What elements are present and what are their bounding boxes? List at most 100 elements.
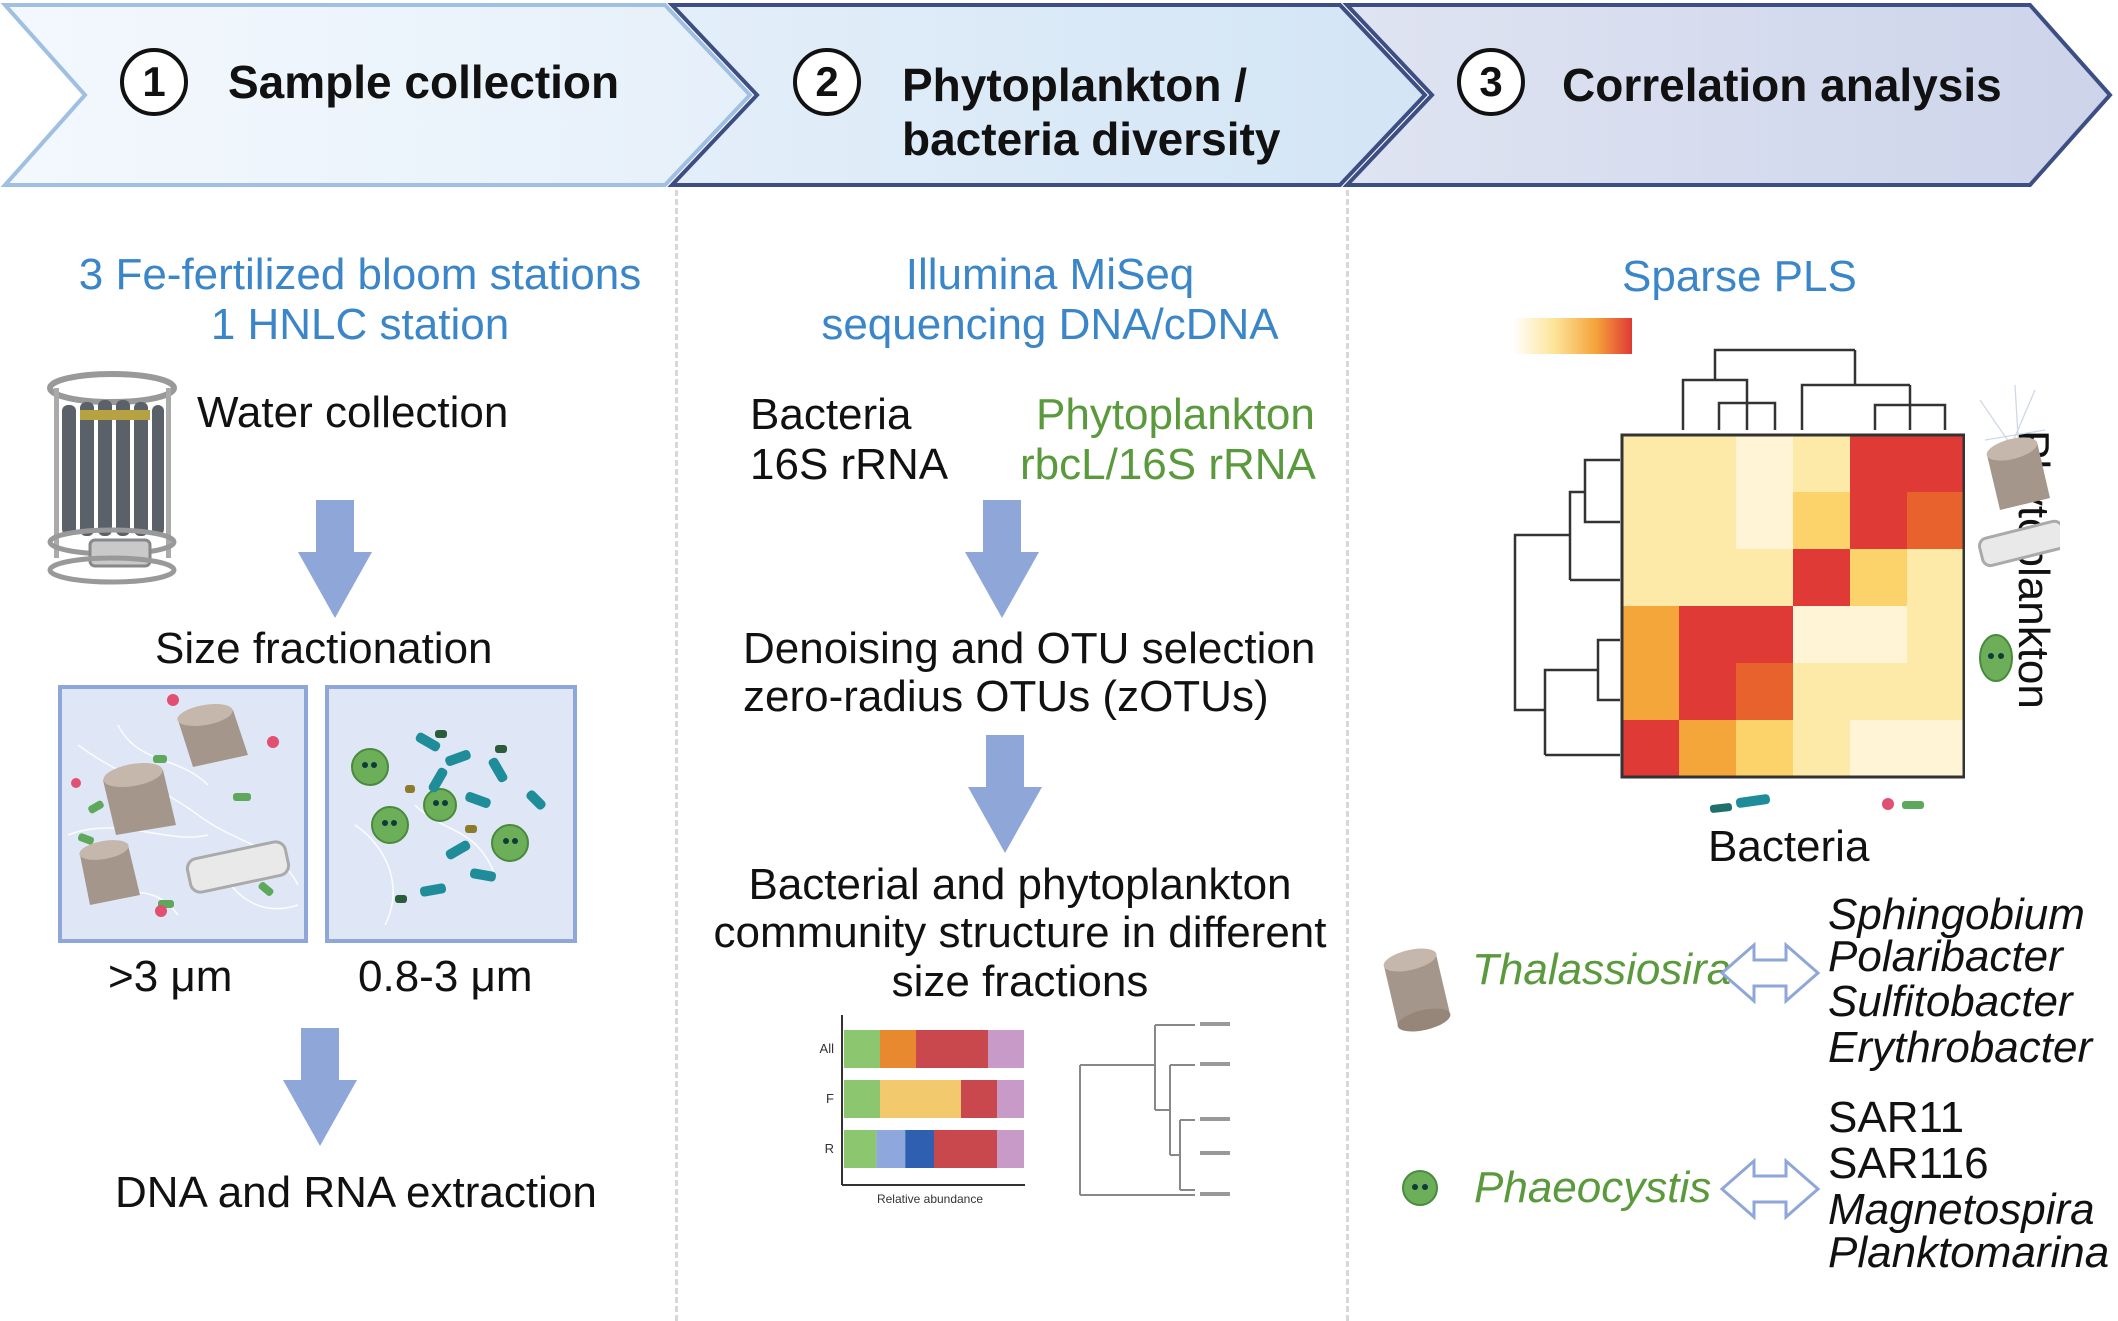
heatmap-cell xyxy=(1736,549,1793,606)
header-chevrons xyxy=(0,3,2113,187)
bar-segment xyxy=(880,1080,961,1118)
bar-segment xyxy=(961,1080,997,1118)
step-3-number: 3 xyxy=(1457,48,1525,116)
phaeocystis-cell-icon xyxy=(1979,634,2013,682)
double-arrow-icon-2 xyxy=(1720,1158,1820,1220)
sample-dendrogram xyxy=(1079,1022,1230,1196)
step-3-title: Correlation analysis xyxy=(1562,59,2002,111)
heatmap-cell xyxy=(1622,606,1679,663)
phyto-marker-line-1: Phytoplankton xyxy=(1036,390,1315,439)
heatmap-cell xyxy=(1793,549,1850,606)
sequencing-line-1: Illumina MiSeq xyxy=(905,250,1195,299)
extraction-label: DNA and RNA extraction xyxy=(115,1168,597,1217)
correlation-heatmap xyxy=(1620,433,1965,779)
divider-1 xyxy=(675,190,678,1321)
heatmap-cell xyxy=(1622,663,1679,720)
fraction-small-label: 0.8-3 μm xyxy=(358,952,533,1001)
heatmap-cell xyxy=(1907,435,1964,492)
phaeocystis-icon xyxy=(1402,1170,1438,1206)
heatmap-cell xyxy=(1907,492,1964,549)
small-fraction-box xyxy=(325,685,577,943)
bar-segment xyxy=(934,1130,997,1168)
heatmap-cell xyxy=(1622,549,1679,606)
column-dendrogram xyxy=(1681,348,1947,430)
bar-segment xyxy=(844,1130,877,1168)
rosette-sampler-icon xyxy=(47,371,177,585)
chevron-step-2 xyxy=(667,3,1428,187)
color-scale-gradient xyxy=(1512,318,1632,354)
pair-2-bacterium-2: SAR116 xyxy=(1828,1139,1989,1188)
heatmap-cell xyxy=(1736,492,1793,549)
heatmap-cell xyxy=(1907,549,1964,606)
heatmap-cell xyxy=(1850,663,1907,720)
heatmap-cell xyxy=(1679,549,1736,606)
step-2-number: 2 xyxy=(793,48,861,116)
heatmap-cell xyxy=(1907,663,1964,720)
community-line-2: community structure in different xyxy=(713,908,1327,957)
step-2-title-line-2: bacteria diversity xyxy=(902,113,1281,165)
pair-2-bacterium-4: Planktomarina xyxy=(1828,1228,2110,1277)
heatmap-cell xyxy=(1793,663,1850,720)
divider-2 xyxy=(1346,190,1349,1321)
heatmap-cell xyxy=(1736,435,1793,492)
water-collection-label: Water collection xyxy=(197,388,509,437)
heatmap-cell xyxy=(1850,435,1907,492)
heatmap-cell xyxy=(1736,606,1793,663)
bar-segment xyxy=(844,1080,880,1118)
heatmap-cell xyxy=(1793,720,1850,777)
heatmap-cell xyxy=(1622,492,1679,549)
heatmap-cell xyxy=(1622,435,1679,492)
bar-segment xyxy=(997,1080,1024,1118)
denoising-line-1: Denoising and OTU selection xyxy=(743,624,1316,673)
double-arrow-icon-1 xyxy=(1720,942,1820,1004)
pair-1-phyto: Thalassiosira xyxy=(1472,945,1732,994)
bacteria-cells-icon-right xyxy=(1882,798,1924,810)
chevron-step-3 xyxy=(1342,3,2113,187)
heatmap-cell xyxy=(1907,720,1964,777)
arrow-down-icon-2 xyxy=(283,1028,357,1146)
denoising-line-2: zero-radius OTUs (zOTUs) xyxy=(743,672,1269,721)
bar-row-label: All xyxy=(820,1041,835,1056)
step-1-title: Sample collection xyxy=(228,56,620,108)
thalassiosira-icon xyxy=(1383,948,1451,1032)
bar-chart-xlabel: Relative abundance xyxy=(877,1192,983,1206)
pair-1-bacterium-3: Sulfitobacter xyxy=(1828,977,2073,1026)
bacteria-cells-icon-left xyxy=(1709,794,1771,813)
sequencing-line-2: sequencing DNA/cDNA xyxy=(821,300,1279,349)
bar-segment xyxy=(905,1130,934,1168)
diatom-cells-icon xyxy=(1977,384,2060,568)
bar-row-label: R xyxy=(825,1141,834,1156)
bar-segment xyxy=(844,1030,880,1068)
heatmap-cell xyxy=(1850,549,1907,606)
heatmap-cell xyxy=(1907,606,1964,663)
heatmap-cell xyxy=(1679,720,1736,777)
arrow-down-icon-4 xyxy=(968,735,1042,853)
heatmap-cell xyxy=(1679,492,1736,549)
fraction-large-label: >3 μm xyxy=(108,952,233,1001)
stations-line-2: 1 HNLC station xyxy=(210,300,510,349)
heatmap-cell xyxy=(1679,606,1736,663)
heatmap-cell xyxy=(1793,435,1850,492)
pair-2-bacterium-1: SAR11 xyxy=(1828,1093,1965,1142)
heatmap-cell xyxy=(1679,663,1736,720)
bar-segment xyxy=(997,1130,1024,1168)
stations-line-1: 3 Fe-fertilized bloom stations xyxy=(78,250,642,299)
size-fractionation-label: Size fractionation xyxy=(155,624,493,673)
large-fraction-box xyxy=(58,685,308,943)
pair-2-bacterium-3: Magnetospira xyxy=(1828,1185,2095,1234)
bar-segment xyxy=(880,1030,916,1068)
heatmap-cell xyxy=(1850,492,1907,549)
row-dendrogram xyxy=(1513,458,1620,757)
step-2-title-line-1: Phytoplankton / xyxy=(902,59,1247,111)
pair-1-bacterium-4: Erythrobacter xyxy=(1828,1023,2093,1072)
pair-1-bacterium-2: Polaribacter xyxy=(1828,932,2063,981)
phyto-marker-line-2: rbcL/16S rRNA xyxy=(1020,440,1316,489)
step-1-number: 1 xyxy=(120,48,188,116)
heatmap-cell xyxy=(1736,720,1793,777)
chevron-step-1 xyxy=(0,3,753,187)
pair-2-phyto: Phaeocystis xyxy=(1474,1163,1712,1212)
heatmap-cell xyxy=(1850,606,1907,663)
heatmap-cell xyxy=(1850,720,1907,777)
arrow-down-icon-3 xyxy=(965,500,1039,618)
